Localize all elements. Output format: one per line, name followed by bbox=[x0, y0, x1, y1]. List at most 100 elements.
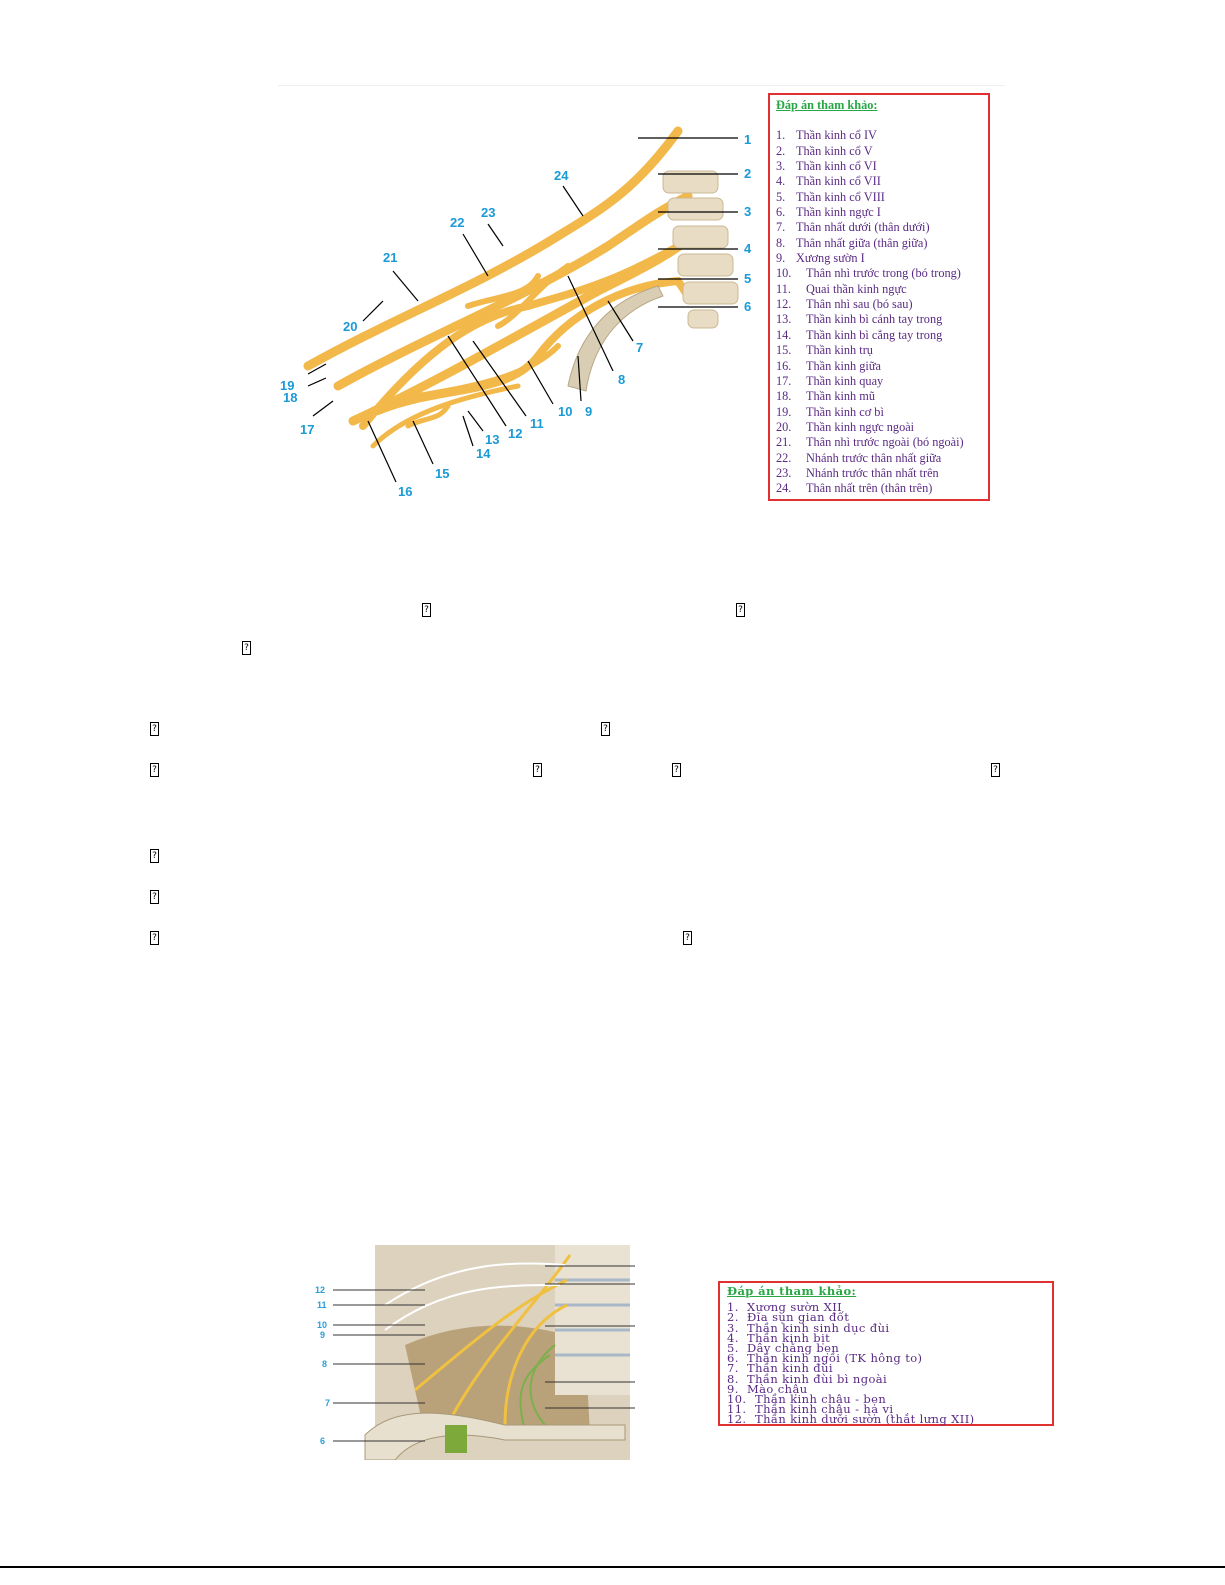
figure-label-4: 4 bbox=[744, 241, 752, 256]
figure-label-18: 18 bbox=[283, 390, 297, 405]
answer-text: Thân nhất trên (thân trên) bbox=[806, 481, 933, 496]
answer-item: 16.Thần kinh giữa bbox=[776, 359, 988, 374]
figure-label-5: 5 bbox=[744, 271, 751, 286]
answer-item: 1. Thần kinh cổ IV bbox=[776, 128, 988, 143]
figure-label-16: 16 bbox=[398, 484, 412, 499]
answer-item: 12. Thân nhì sau (bó sau) bbox=[776, 297, 988, 312]
answer-text: Thần kinh quay bbox=[806, 373, 884, 388]
answer-item: 2. Đĩa sụn gian đốt bbox=[727, 1310, 1052, 1325]
leader-line bbox=[307, 363, 327, 375]
answer-text: Thân nhì trước ngoài (bó ngoài) bbox=[806, 435, 964, 450]
answer-number: 23. bbox=[776, 465, 792, 480]
answer-box-title: Đáp án tham khảo: bbox=[727, 1284, 857, 1298]
page-bottom-border bbox=[0, 1566, 1225, 1568]
missing-glyph-box: ? bbox=[150, 849, 159, 863]
answer-item: 4.Thần kinh bịt bbox=[727, 1330, 1052, 1345]
lumbar-spine bbox=[555, 1245, 630, 1395]
answer-number: 8. bbox=[727, 1371, 739, 1386]
answer-number: 10. bbox=[776, 266, 792, 281]
figure-label-8: 8 bbox=[322, 1359, 327, 1369]
figure-label-9: 9 bbox=[585, 404, 592, 419]
leader-line bbox=[487, 223, 504, 247]
figure-label-10: 10 bbox=[558, 404, 572, 419]
missing-glyph-box: ? bbox=[533, 763, 542, 777]
answer-item: 10. Thân nhì trước trong (bó trong) bbox=[776, 266, 988, 281]
answer-item: 9.Mào chậu bbox=[727, 1381, 1052, 1396]
answer-item: 5.Thần kinh cổ VIII bbox=[776, 190, 988, 205]
figure-label-10: 10 bbox=[317, 1320, 327, 1330]
answer-number: 13. bbox=[776, 312, 792, 327]
answer-number: 5. bbox=[727, 1341, 739, 1356]
answer-text: Thần kinh ngồi (TK hông to) bbox=[747, 1351, 923, 1366]
answer-item: 7.Thần kinh đùi bbox=[727, 1361, 1052, 1376]
answer-item: 7.Thân nhất dưới (thân dưới) bbox=[776, 220, 988, 235]
answer-item: 11. Quai thần kinh ngực bbox=[776, 282, 988, 297]
answer-text: Thần kinh mũ bbox=[806, 389, 875, 404]
answer-text: Thần kinh ngực ngoài bbox=[806, 419, 915, 434]
missing-glyph-box: ? bbox=[150, 763, 159, 777]
answer-item: 6. Thần kinh ngực I bbox=[776, 205, 988, 220]
answer-text: Thần kinh cổ IV bbox=[796, 128, 877, 143]
missing-glyph-box: ? bbox=[991, 763, 1000, 777]
answer-number: 11. bbox=[776, 281, 791, 296]
figure-label-6: 6 bbox=[320, 1436, 325, 1446]
answer-number: 1. bbox=[776, 128, 786, 143]
answer-number: 6. bbox=[776, 205, 786, 220]
leader-line bbox=[312, 400, 334, 417]
figure-label-3: 3 bbox=[744, 204, 751, 219]
iliac-bone bbox=[405, 1325, 590, 1435]
leader-line bbox=[577, 355, 582, 402]
leader-line bbox=[607, 300, 634, 342]
figure-label-22: 22 bbox=[450, 215, 464, 230]
answer-number: 22. bbox=[776, 450, 792, 465]
answer-item: 23.Nhánh trước thân nhất trên bbox=[776, 466, 988, 481]
answer-text: Xương sườn I bbox=[796, 251, 865, 266]
answer-text: Thần kinh ngực I bbox=[796, 205, 881, 220]
answer-item: 1.Xương sườn XII bbox=[727, 1301, 1052, 1313]
answer-text: Thân nhất dưới (thân dưới) bbox=[796, 220, 930, 235]
missing-glyph-box: ? bbox=[601, 722, 610, 736]
answer-item: 2.Thần kinh cổ V bbox=[776, 144, 988, 159]
answer-text: Quai thần kinh ngực bbox=[806, 281, 907, 296]
answer-number: 10. bbox=[727, 1392, 747, 1407]
figure-label-19: 19 bbox=[280, 378, 294, 393]
pelvis bbox=[364, 1412, 626, 1461]
leader-line bbox=[462, 233, 489, 277]
leader-line bbox=[567, 275, 614, 372]
answer-number: 2. bbox=[727, 1310, 739, 1325]
answer-text: Đĩa sụn gian đốt bbox=[747, 1310, 850, 1325]
figure-label-7: 7 bbox=[325, 1398, 330, 1408]
missing-glyph-box: ? bbox=[150, 931, 159, 945]
answer-item: 22.Nhánh trước thân nhất giữa bbox=[776, 451, 988, 466]
answer-number: 4. bbox=[776, 174, 786, 189]
answer-item: 11.Thần kinh chậu - hạ vị bbox=[727, 1402, 1052, 1417]
answer-text: Thần kinh cơ bì bbox=[806, 404, 884, 419]
answer-text: Thần kinh bì cánh tay trong bbox=[806, 312, 943, 327]
figure-label-8: 8 bbox=[618, 372, 625, 387]
answer-number: 9. bbox=[727, 1381, 739, 1396]
answer-number: 12. bbox=[776, 297, 792, 312]
answer-number: 8. bbox=[776, 235, 786, 250]
answer-number: 11. bbox=[727, 1402, 747, 1417]
figure-label-15: 15 bbox=[435, 466, 449, 481]
answer-text: Thân nhì sau (bó sau) bbox=[806, 297, 913, 312]
answer-item: 8.Thân nhất giữa (thân giữa) bbox=[776, 236, 988, 251]
answer-text: Thân nhì trước trong (bó trong) bbox=[806, 266, 961, 281]
figure-label-12: 12 bbox=[508, 426, 522, 441]
answer-number: 2. bbox=[776, 143, 786, 158]
leader-line bbox=[392, 270, 419, 302]
figure-label-14: 14 bbox=[476, 446, 491, 461]
answer-text: Thần kinh bì cẳng tay trong bbox=[806, 327, 943, 342]
answer-number: 4. bbox=[727, 1330, 739, 1345]
answer-item: 17.Thần kinh quay bbox=[776, 374, 988, 389]
answer-number: 7. bbox=[727, 1361, 739, 1376]
answer-text: Thần kinh sinh dục đùi bbox=[747, 1320, 890, 1335]
answer-number: 21. bbox=[776, 435, 792, 450]
answer-number: 12. bbox=[727, 1412, 747, 1427]
missing-glyph-box: ? bbox=[672, 763, 681, 777]
missing-glyph-box: ? bbox=[242, 641, 251, 655]
